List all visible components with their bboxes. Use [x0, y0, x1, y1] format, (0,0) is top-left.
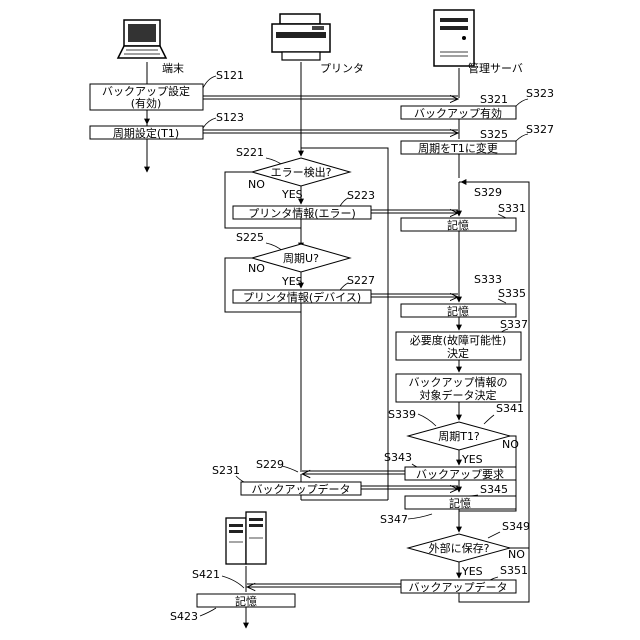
store-label-3: 記憶 — [449, 496, 471, 510]
step-s321: S321 — [480, 93, 508, 106]
error-detect-label: エラー検出? — [271, 165, 332, 179]
step-s335: S335 — [498, 287, 526, 300]
step-s325: S325 — [480, 128, 508, 141]
backup-data-printer-label: バックアップデータ — [252, 482, 351, 496]
need-label-2: 決定 — [447, 346, 469, 360]
printer-label: プリンタ — [320, 62, 364, 75]
cycle-u-no: NO — [248, 262, 265, 275]
need-label-1: 必要度(故障可能性) — [410, 333, 507, 347]
step-s227: S227 — [347, 274, 375, 287]
step-s121: S121 — [216, 69, 244, 82]
cycle-u-label: 周期U? — [283, 252, 319, 265]
cycle-setting-label: 周期設定(T1) — [113, 126, 179, 140]
change-cycle-label: 周期をT1に変更 — [418, 141, 498, 155]
step-s333: S333 — [474, 273, 502, 286]
cycle-t1-no: NO — [502, 438, 519, 451]
store-label-4: 記憶 — [235, 594, 257, 608]
step-s323: S323 — [526, 87, 554, 100]
step-s327: S327 — [526, 123, 554, 136]
printer-info-error-label: プリンタ情報(エラー) — [248, 207, 356, 220]
store-label-2: 記憶 — [447, 304, 469, 318]
step-s231: S231 — [212, 464, 240, 477]
step-s421: S421 — [192, 568, 220, 581]
step-s349: S349 — [502, 520, 530, 533]
server-icon — [434, 10, 474, 66]
save-external-yes: YES — [461, 565, 483, 578]
step-s329: S329 — [474, 186, 502, 199]
save-external-label: 外部に保存? — [429, 541, 490, 555]
backup-request-label: バックアップ要求 — [416, 468, 504, 481]
backup-enabled-label: バックアップ有効 — [414, 106, 502, 120]
step-s337: S337 — [500, 318, 528, 331]
step-s331: S331 — [498, 202, 526, 215]
backup-setting-label-1: バックアップ設定 — [102, 84, 190, 98]
step-s339: S339 — [388, 408, 416, 421]
error-detect-yes: YES — [281, 188, 303, 201]
save-external-no: NO — [508, 548, 525, 561]
step-s343: S343 — [384, 451, 412, 464]
server-label: 管理サーバ — [468, 61, 523, 75]
backup-data-server-label: バックアップデータ — [409, 580, 508, 594]
step-s351: S351 — [500, 564, 528, 577]
storage-server-icon — [226, 512, 266, 564]
step-s347: S347 — [380, 513, 408, 526]
backup-target-label-1: バックアップ情報の — [409, 376, 508, 389]
laptop-icon — [118, 20, 166, 58]
step-s225: S225 — [236, 231, 264, 244]
store-label-1: 記憶 — [447, 218, 469, 232]
backup-target-label-2: 対象データ決定 — [420, 388, 497, 402]
cycle-t1-yes: YES — [461, 453, 483, 466]
step-s341: S341 — [496, 402, 524, 415]
cycle-t1-label: 周期T1? — [438, 430, 480, 443]
step-s229: S229 — [256, 458, 284, 471]
step-s223: S223 — [347, 189, 375, 202]
printer-info-device-label: プリンタ情報(デバイス) — [243, 290, 361, 304]
terminal-label: 端末 — [162, 61, 184, 75]
printer-icon — [272, 14, 330, 60]
error-detect-no: NO — [248, 178, 265, 191]
step-s221: S221 — [236, 146, 264, 159]
backup-setting-label-2: (有効) — [131, 96, 162, 110]
cycle-u-yes: YES — [281, 275, 303, 288]
step-s345: S345 — [480, 483, 508, 496]
step-s423: S423 — [170, 610, 198, 623]
step-s123: S123 — [216, 111, 244, 124]
